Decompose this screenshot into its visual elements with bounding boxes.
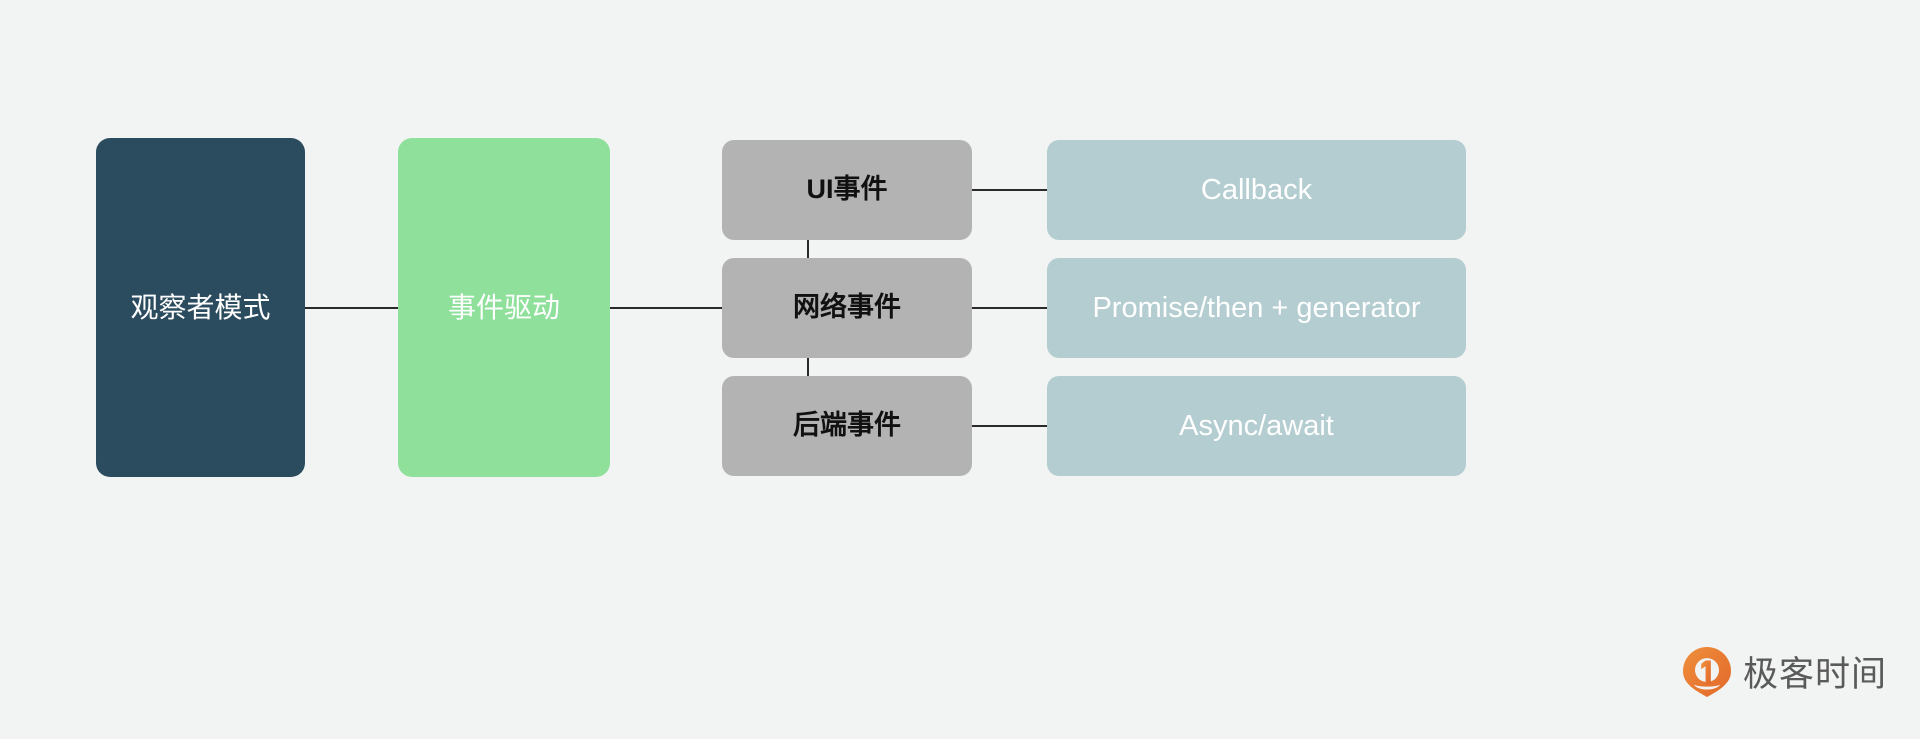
geektime-pin-icon — [1683, 646, 1731, 697]
node-event-driven: 事件驱动 — [398, 138, 610, 477]
brand-name: 极客时间 — [1743, 655, 1888, 695]
node-event-network: 网络事件 — [722, 258, 972, 358]
node-impl-promise-generator: Promise/then + generator — [1047, 258, 1466, 358]
node-impl-async-await: Async/await — [1047, 376, 1466, 476]
node-event-backend: 后端事件 — [722, 376, 972, 476]
node-event-ui: UI事件 — [722, 140, 972, 240]
brand-watermark: 极客时间 — [1683, 646, 1887, 697]
node-observer-pattern: 观察者模式 — [96, 138, 305, 477]
node-impl-callback: Callback — [1047, 140, 1466, 240]
